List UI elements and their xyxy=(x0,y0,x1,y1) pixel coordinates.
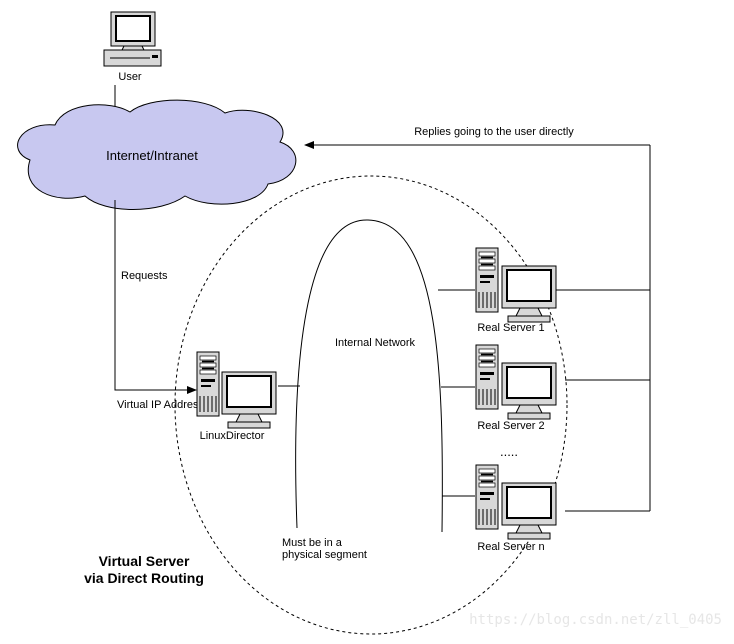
diagram-title-line2: via Direct Routing xyxy=(84,570,204,586)
real-server-n-icon xyxy=(475,464,557,540)
segment-label-line1: Must be in a xyxy=(282,537,343,549)
internet-label: Internet/Intranet xyxy=(106,148,198,163)
server2-label: Real Server 2 xyxy=(477,420,544,432)
director-server-icon xyxy=(196,351,277,429)
user-computer-icon xyxy=(103,11,162,67)
server1-label: Real Server 1 xyxy=(477,322,544,334)
virtual-ip-label: Virtual IP Address xyxy=(117,399,205,411)
server-n-label: Real Server n xyxy=(477,541,544,553)
replies-label: Replies going to the user directly xyxy=(414,126,574,138)
requests-label: Requests xyxy=(121,270,168,282)
watermark: https://blog.csdn.net/zll_0405 xyxy=(469,612,722,628)
segment-label-line2: physical segment xyxy=(282,549,367,561)
virtual-server-boundary xyxy=(174,175,568,635)
user-label: User xyxy=(118,71,142,83)
real-server-2-icon xyxy=(475,344,557,420)
ellipsis-label: ..... xyxy=(500,444,518,459)
cloud-icon xyxy=(17,99,297,210)
diagram-title-line1: Virtual Server xyxy=(99,553,190,569)
internal-network-label: Internal Network xyxy=(335,337,416,349)
real-server-1-icon xyxy=(475,247,557,323)
requests-line xyxy=(114,200,197,394)
director-label: LinuxDirector xyxy=(200,430,265,442)
internal-network-arch xyxy=(295,219,443,533)
